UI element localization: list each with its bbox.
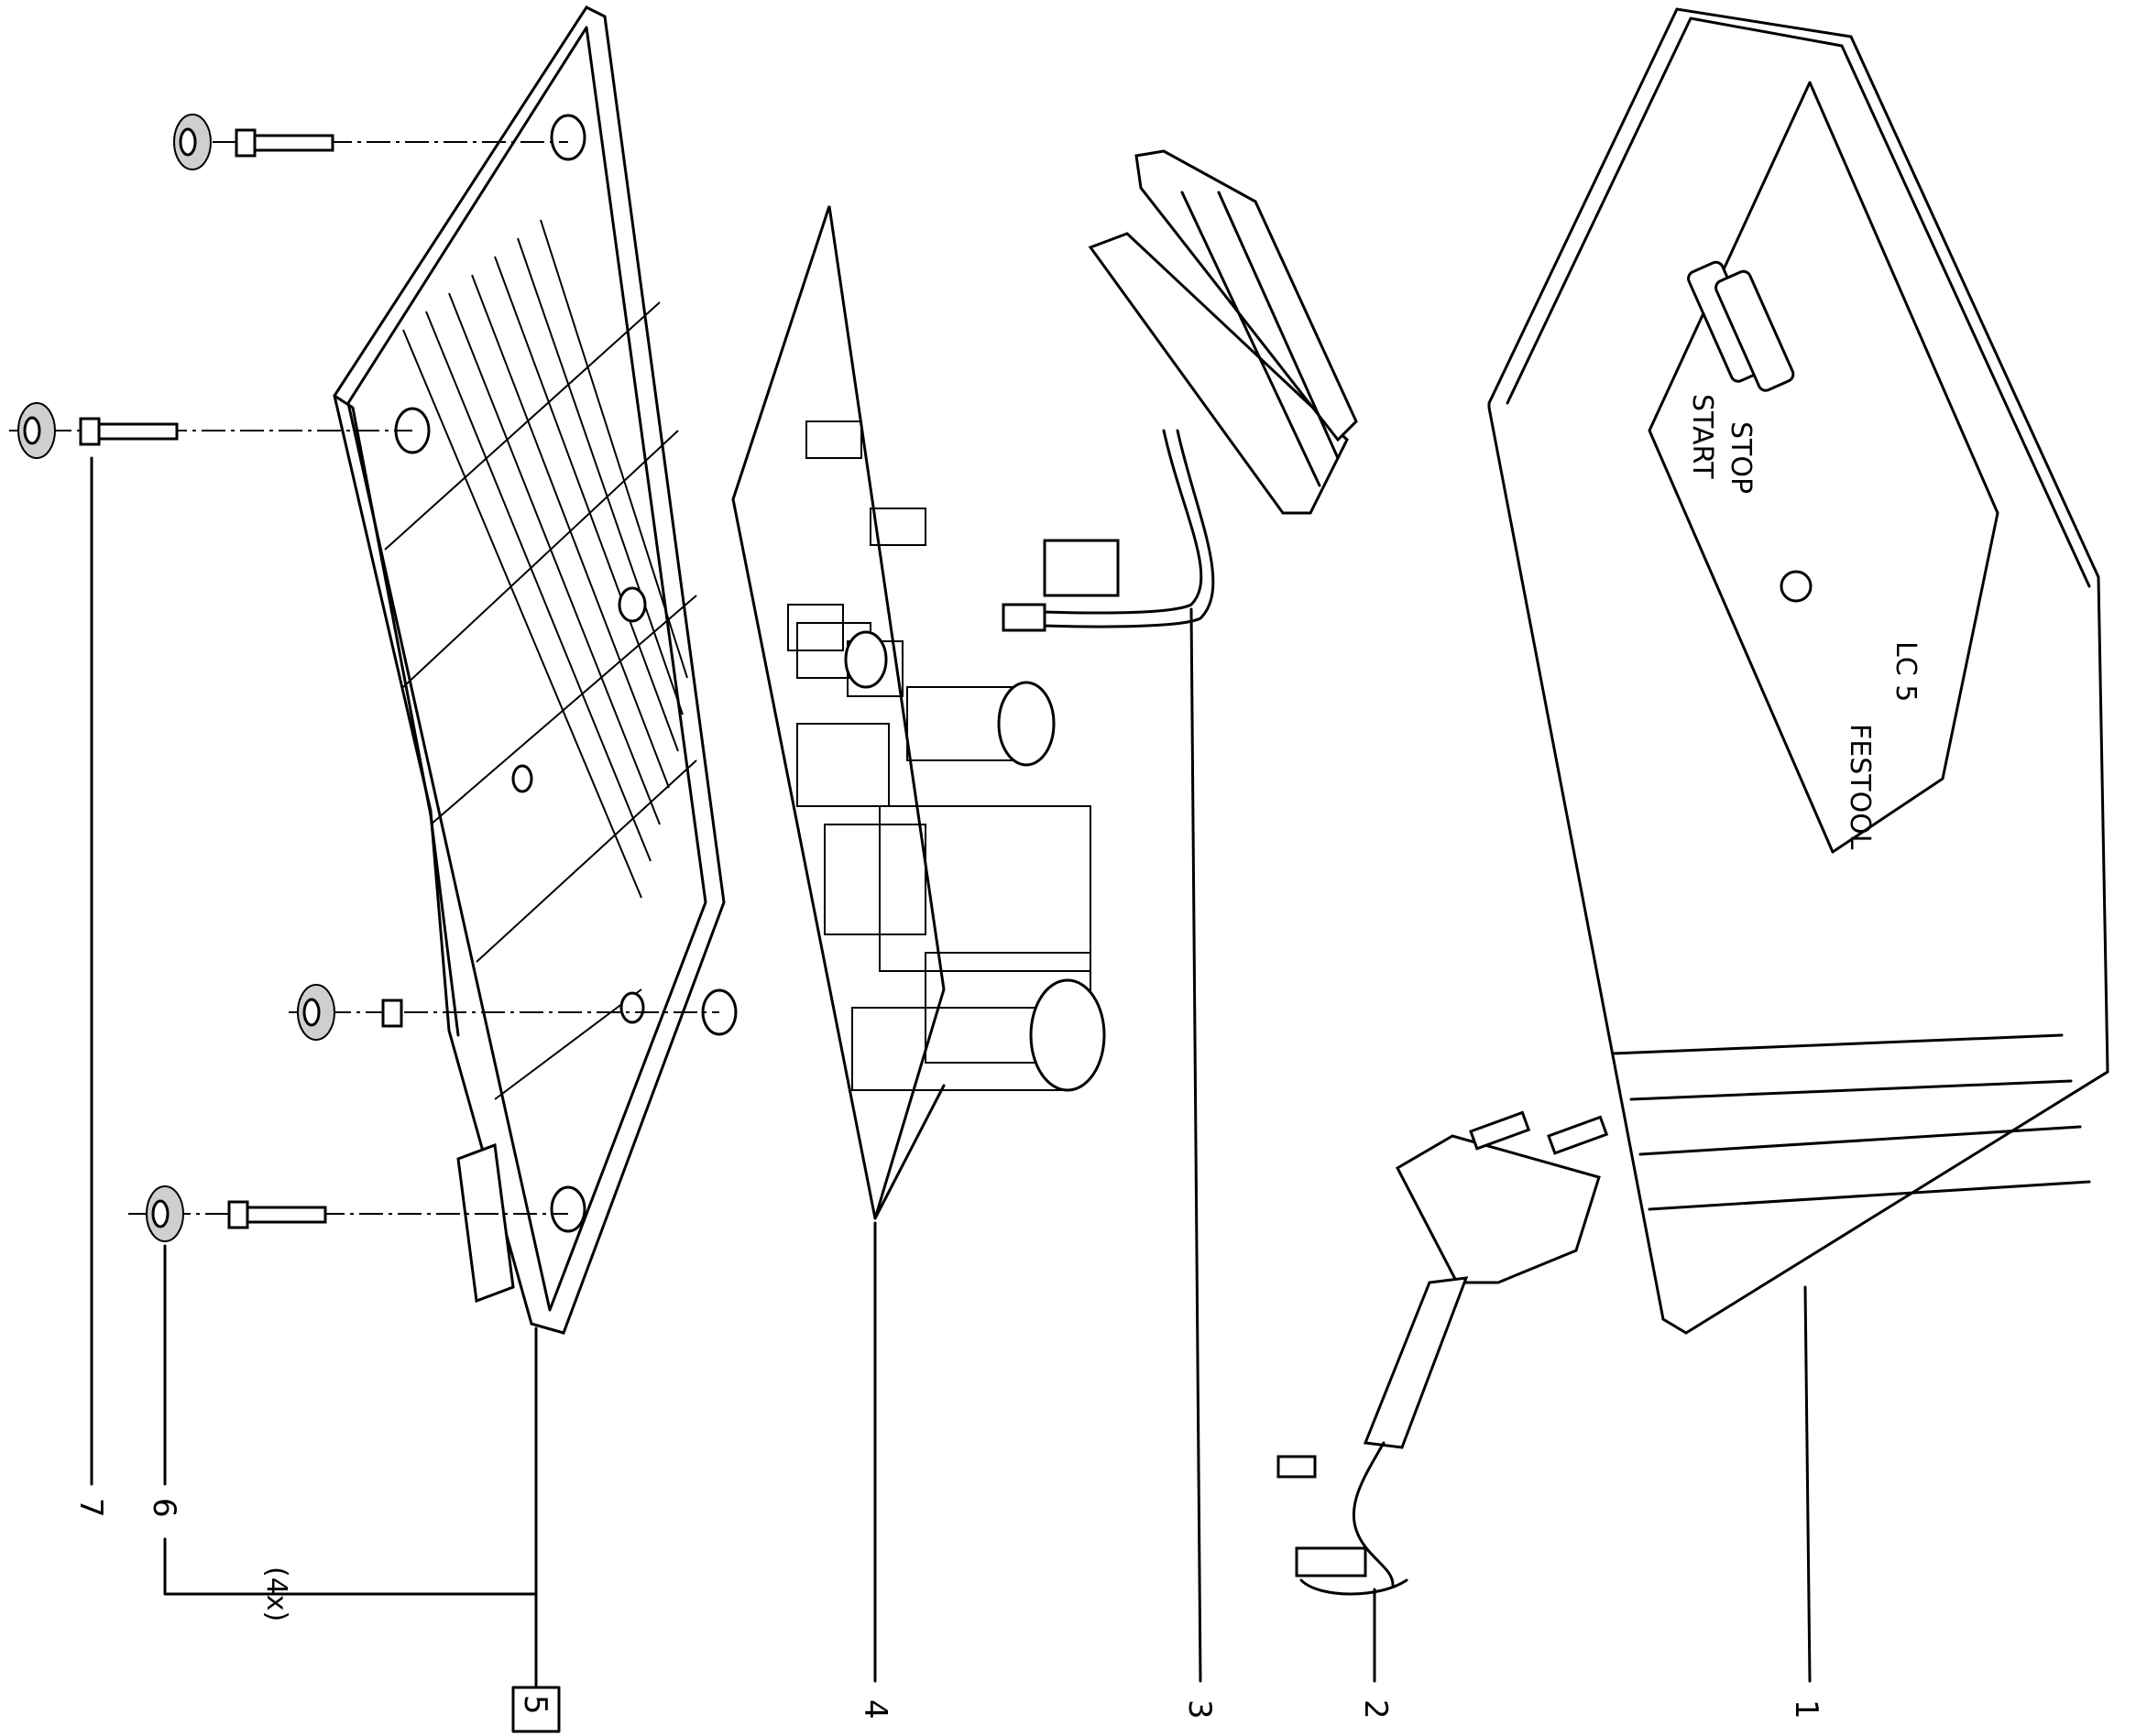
callout-5-box <box>511 1686 561 1733</box>
callout-3: 3 <box>1181 1699 1218 1720</box>
panel-button-stop: STOP <box>1725 421 1757 494</box>
base-plate <box>333 5 738 1335</box>
callout-4: 4 <box>857 1699 893 1720</box>
callout-6: 6 <box>146 1498 182 1518</box>
circuit-board <box>731 205 1106 1220</box>
callout-2: 2 <box>1357 1699 1394 1720</box>
panel-button-start: START <box>1686 394 1718 479</box>
callout-5: 5 <box>517 1695 553 1715</box>
screw-washer-set <box>9 114 719 1242</box>
leader-lines <box>90 456 1812 1687</box>
quantity-note: (4x) <box>260 1567 292 1621</box>
device-model-label: LC 5 <box>1890 641 1922 702</box>
housing-cover <box>1487 7 2109 1335</box>
callout-7: 7 <box>72 1498 109 1518</box>
callout-1: 1 <box>1788 1699 1824 1720</box>
contact-module <box>1002 149 1358 632</box>
device-brand-label: FESTOOL <box>1844 724 1876 850</box>
mains-cable-plug <box>1276 1110 1609 1596</box>
